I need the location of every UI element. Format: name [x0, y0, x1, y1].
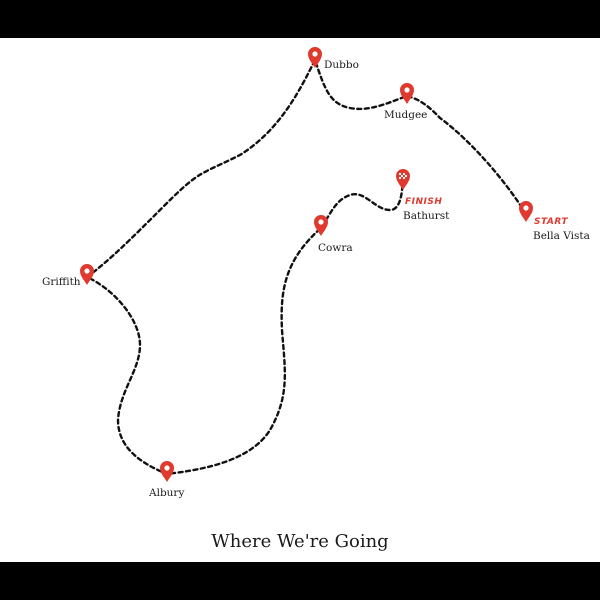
map-canvas — [0, 38, 600, 562]
map-pin-icon — [160, 461, 174, 482]
stop-label-griffith: Griffith — [42, 276, 81, 288]
start-tag: START — [534, 217, 568, 227]
map-pin-icon — [396, 169, 410, 190]
finish-tag: FINISH — [405, 197, 442, 207]
stop-label-mudgee: Mudgee — [384, 109, 427, 121]
stop-label-albury: Albury — [148, 487, 184, 499]
stop-label-dubbo: Dubbo — [324, 59, 359, 71]
stop-label-bella-vista: Bella Vista — [533, 230, 590, 242]
stop-label-bathurst: Bathurst — [403, 210, 450, 222]
map-caption: Where We're Going — [211, 531, 389, 552]
map-pin-icon — [308, 47, 322, 68]
route-line — [84, 56, 528, 476]
map-pin-icon — [314, 215, 328, 236]
stop-label-cowra: Cowra — [318, 242, 353, 254]
map-pin-icon — [519, 201, 533, 222]
map-pin-icon — [80, 264, 94, 285]
map-pin-icon — [400, 83, 414, 104]
